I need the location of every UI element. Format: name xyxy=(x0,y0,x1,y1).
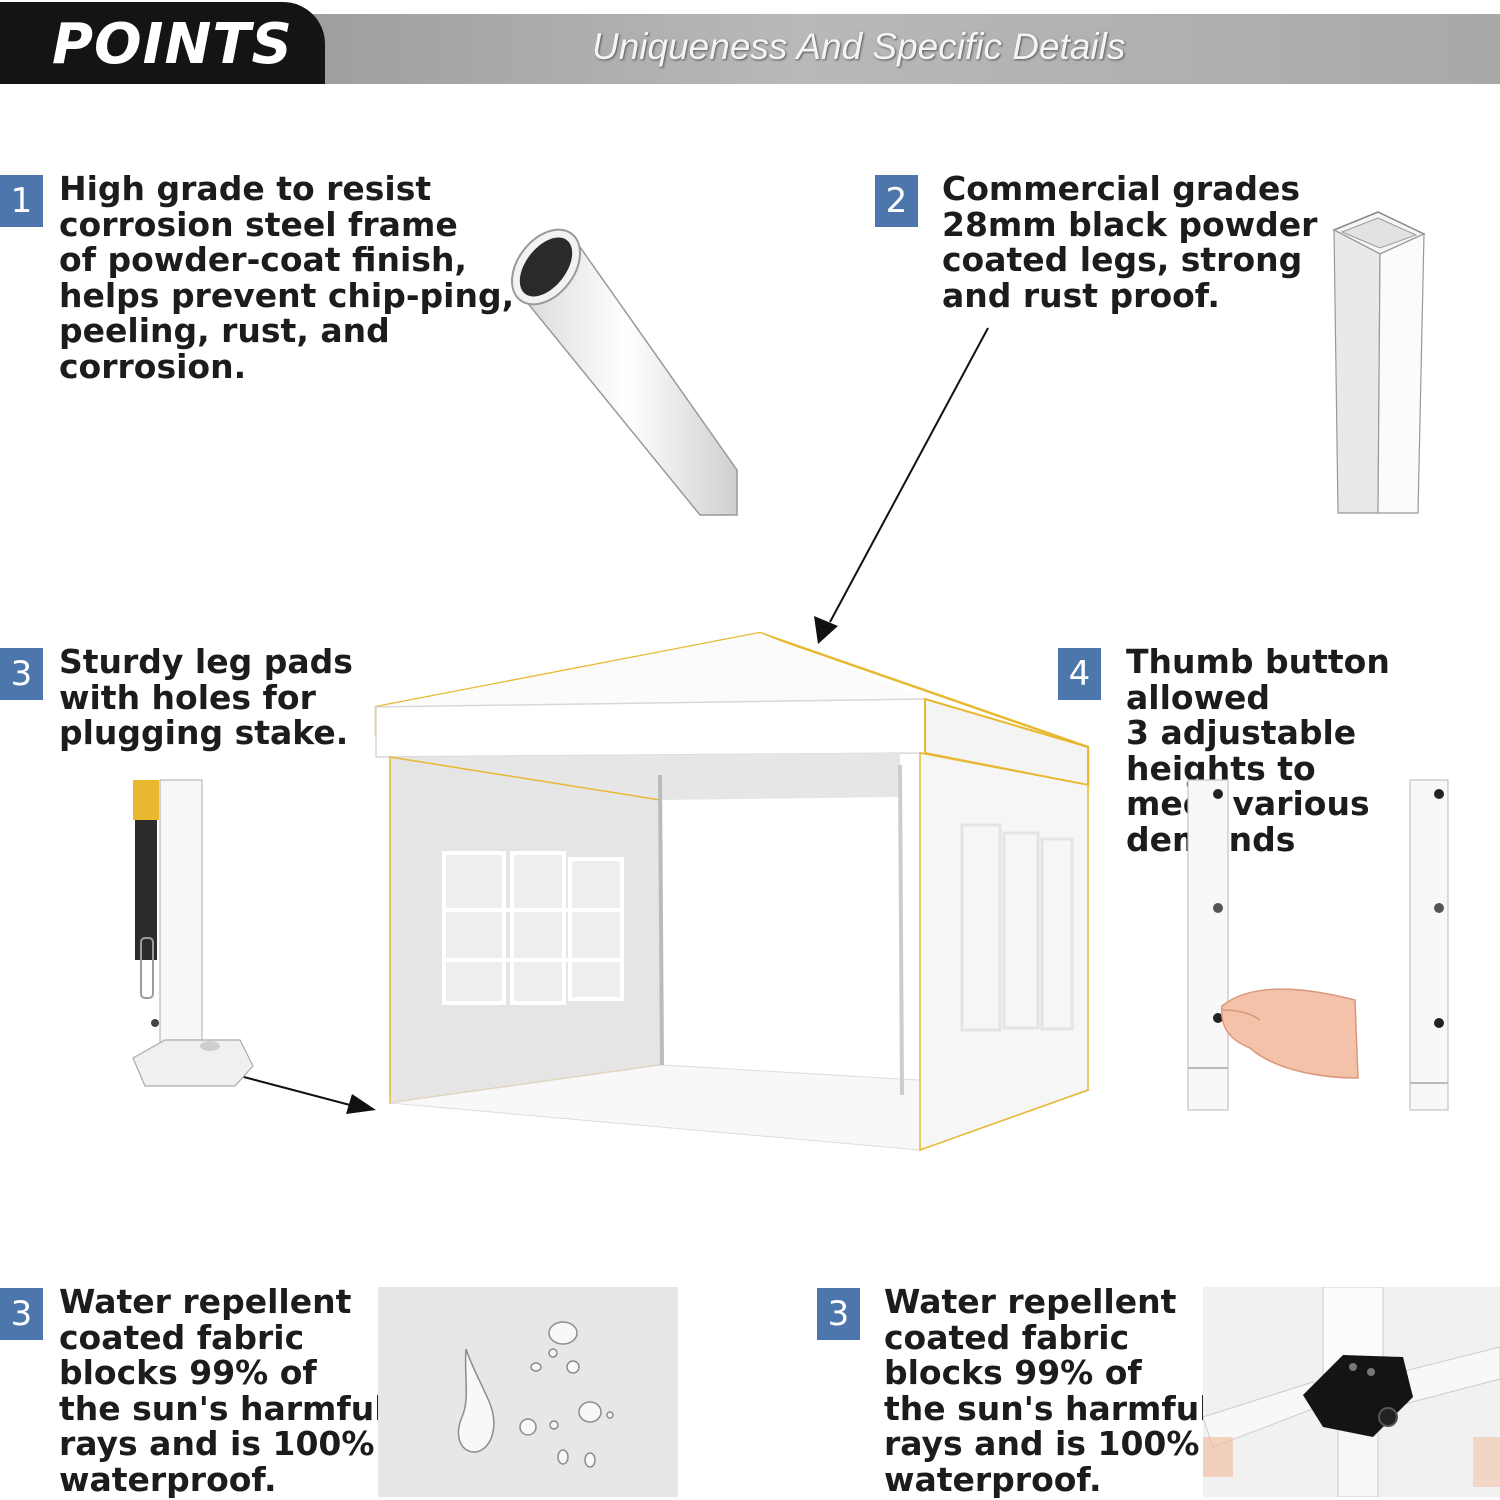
canopy-tent-image xyxy=(374,631,1091,1152)
square-tube-image xyxy=(1332,211,1426,514)
feature-4-badge: 4 xyxy=(1058,648,1101,700)
header-banner: POINTS Uniqueness And Specific Details xyxy=(0,0,1500,100)
feature-3-badge: 3 xyxy=(0,648,43,700)
banner-title: POINTS xyxy=(52,12,293,77)
feature-1-text: High grade to resist corrosion steel fra… xyxy=(59,169,515,386)
feature-5-text: Water repellent coated fabric blocks 99%… xyxy=(59,1282,386,1499)
feature-6-text: Water repellent coated fabric blocks 99%… xyxy=(884,1282,1211,1499)
adjustable-legs-image xyxy=(1187,779,1449,1111)
feature-2-text: Commercial grades 28mm black powder coat… xyxy=(942,169,1318,315)
feature-5-badge: 3 xyxy=(0,1288,43,1340)
feature-1-badge: 1 xyxy=(0,175,43,227)
feature-2-badge: 2 xyxy=(875,175,918,227)
banner-subtitle: Uniqueness And Specific Details xyxy=(592,26,1126,67)
oval-tube-image xyxy=(511,228,738,516)
leg-pad-image xyxy=(132,779,254,1087)
joint-bracket-image xyxy=(1203,1287,1500,1497)
feature-6-badge: 3 xyxy=(817,1288,860,1340)
water-droplets-image xyxy=(378,1287,678,1497)
banner-gray-band xyxy=(230,14,1500,84)
banner-black-tab xyxy=(0,2,325,84)
feature-3-text: Sturdy leg pads with holes for plugging … xyxy=(59,642,353,752)
